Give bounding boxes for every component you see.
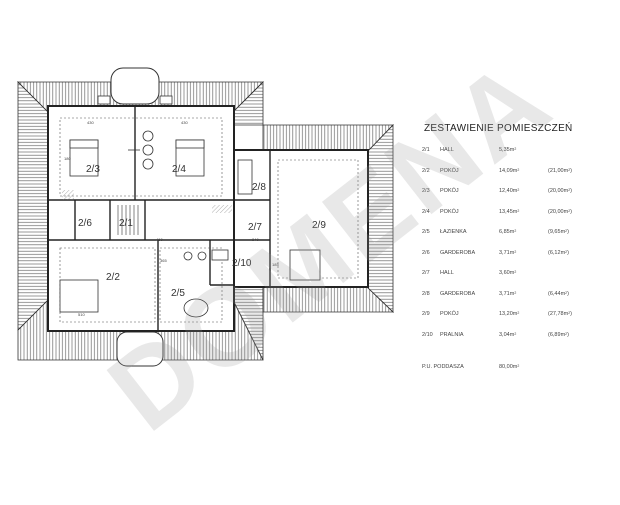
- room-label-2-3: 2/3: [86, 164, 100, 175]
- dimension-label: 365: [160, 258, 167, 263]
- summary-label: P.U. PODDASZA: [422, 364, 464, 370]
- room-number: 2/10: [422, 331, 433, 338]
- floor-plan: 2/3 2/4 2/6 2/1 2/2 2/5 2/7 2/8 2/9 2/10…: [17, 67, 394, 367]
- room-area-gross: (27,78m2): [548, 311, 572, 317]
- schedule-summary: P.U. PODDASZA 80,00m2: [422, 364, 612, 376]
- room-label-2-10: 2/10: [232, 258, 252, 269]
- dimension-label: 430: [181, 120, 188, 125]
- dimension-label: 240: [252, 237, 259, 242]
- room-area-gross: (6,12m2): [548, 249, 569, 256]
- room-label-2-7: 2/7: [248, 222, 262, 233]
- room-number: 2/8: [422, 290, 430, 297]
- room-name: PRALNIA: [440, 331, 464, 338]
- room-area-gross: (20,00m2): [548, 208, 572, 215]
- room-name: GARDEROBA: [440, 290, 476, 297]
- room-number: 2/4: [422, 208, 430, 215]
- dimension-label: 510: [78, 312, 85, 317]
- room-area-gross: (20,00m2): [548, 188, 572, 194]
- room-name: POKÓJ: [440, 311, 459, 317]
- room-label-2-8: 2/8: [252, 182, 266, 193]
- schedule-row: 2/7 HALL 3,60m2: [422, 267, 612, 288]
- room-number: 2/2: [422, 167, 430, 174]
- summary-value: 80,00m2: [499, 364, 520, 370]
- schedule-row: 2/4 POKÓJ 13,45m2 (20,00m2): [422, 206, 612, 227]
- room-label-2-6: 2/6: [78, 218, 92, 229]
- room-area-gross: (21,00m2): [548, 167, 572, 174]
- dimension-label: 185: [272, 262, 279, 267]
- room-name: ŁAZIENKA: [440, 229, 467, 235]
- room-name: HALL: [440, 270, 454, 276]
- dormer-bottom: [116, 331, 164, 367]
- room-area: 6,85m2: [499, 229, 517, 235]
- room-label-2-5: 2/5: [171, 288, 185, 299]
- schedule-row: 2/10 PRALNIA 3,04m2 (6,89m2): [422, 329, 612, 350]
- schedule-row: 2/2 POKÓJ 14,09m2 (21,00m2): [422, 165, 612, 186]
- room-number: 2/9: [422, 311, 430, 317]
- room-number: 2/6: [422, 249, 430, 256]
- room-label-2-2: 2/2: [106, 272, 120, 283]
- room-name: GARDEROBA: [440, 249, 476, 256]
- room-area: 13,20m2: [499, 311, 520, 317]
- room-area: 13,45m2: [499, 208, 520, 215]
- room-number: 2/5: [422, 229, 430, 235]
- room-area-gross: (9,65m2): [548, 229, 569, 235]
- room-area: 5,35m2: [499, 147, 517, 153]
- schedule-row: 2/9 POKÓJ 13,20m2 (27,78m2): [422, 308, 612, 329]
- room-area: 3,71m2: [499, 249, 517, 256]
- room-number: 2/7: [422, 270, 430, 276]
- room-area: 3,04m2: [499, 331, 517, 338]
- room-number: 2/3: [422, 188, 430, 194]
- room-area-gross: (6,44m2): [548, 290, 569, 297]
- room-label-2-4: 2/4: [172, 164, 186, 175]
- schedule-title: ZESTAWIENIE POMIESZCZEŃ: [424, 123, 573, 134]
- room-label-2-9: 2/9: [312, 220, 326, 231]
- schedule-row: 2/3 POKÓJ 12,40m2 (20,00m2): [422, 185, 612, 206]
- schedule-row: 2/5 ŁAZIENKA 6,85m2 (9,65m2): [422, 226, 612, 247]
- schedule-row: 2/8 GARDEROBA 3,71m2 (6,44m2): [422, 288, 612, 309]
- schedule-row: 2/6 GARDEROBA 3,71m2 (6,12m2): [422, 247, 612, 268]
- dormer-top: [110, 67, 160, 105]
- room-area: 14,09m2: [499, 167, 520, 174]
- room-name: HALL: [440, 147, 454, 153]
- room-area-gross: (6,89m2): [548, 331, 569, 338]
- room-area: 12,40m2: [499, 188, 520, 194]
- dimension-label: 430: [87, 120, 94, 125]
- dimension-label: 460: [156, 237, 163, 242]
- room-name: POKÓJ: [440, 208, 459, 215]
- room-name: POKÓJ: [440, 167, 459, 174]
- schedule-row: 2/1 HALL 5,35m2: [422, 144, 612, 165]
- room-area: 3,71m2: [499, 290, 517, 297]
- room-number: 2/1: [422, 147, 430, 153]
- dimension-label: 180: [64, 156, 71, 161]
- room-area: 3,60m2: [499, 270, 517, 276]
- room-label-2-1: 2/1: [119, 218, 133, 229]
- room-name: POKÓJ: [440, 188, 459, 194]
